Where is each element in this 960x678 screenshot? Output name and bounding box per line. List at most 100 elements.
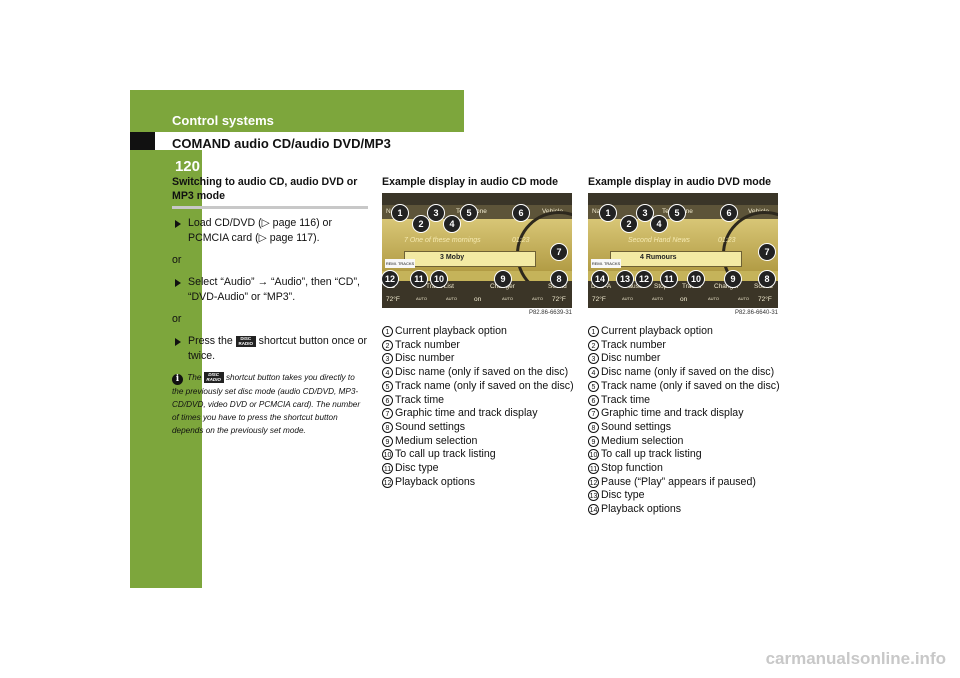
track-title: Second Hand News	[628, 237, 690, 244]
track-time: 01:23	[718, 237, 736, 244]
header-band	[130, 90, 464, 132]
item-text: Disc type	[395, 462, 439, 475]
climate-right-temp: 72°F	[758, 296, 772, 303]
callout-14: 14	[591, 270, 609, 288]
disc-name: 4 Rumours	[640, 254, 677, 261]
item-number: 5	[382, 380, 393, 392]
dvd-display-screen: Na Te one Vehicle Second Hand News 01:23…	[588, 193, 778, 308]
item-text: Track number	[601, 338, 666, 351]
item-number: 6	[588, 394, 599, 406]
cd-example: Example display in audio CD mode Na Te o…	[382, 175, 578, 489]
item-text: Disc number	[395, 352, 455, 365]
callout-7: 7	[758, 243, 776, 261]
climate-on: on	[680, 296, 688, 303]
callout-10: 10	[687, 270, 705, 288]
item-text: Stop function	[601, 462, 663, 475]
callout-3: 3	[427, 204, 445, 222]
item-number: 2	[588, 339, 599, 351]
cd-display-screen: Na Te one Vehicle 7 One of these morning…	[382, 193, 572, 308]
callout-12: 12	[382, 270, 399, 288]
callout-8: 8	[758, 270, 776, 288]
disc-radio-key-icon: DISC RADIO	[203, 372, 224, 383]
item-number: 8	[588, 421, 599, 433]
item-number: 5	[588, 380, 599, 392]
callout-11: 11	[410, 270, 428, 288]
callout-1: 1	[391, 204, 409, 222]
menu-item: Te	[456, 208, 463, 215]
disc-radio-key-icon: DISC RADIO	[235, 336, 256, 347]
item-number: 1	[588, 326, 599, 337]
screen-status-bar	[382, 193, 572, 205]
item-number: 1	[382, 326, 393, 337]
item-text: Disc name (only if saved on the disc)	[395, 366, 569, 379]
or-text: or	[172, 254, 182, 266]
item-text: Track number	[395, 338, 460, 351]
subsection-title: COMAND audio CD/audio DVD/MP3	[172, 136, 391, 151]
item-text: Current playback option	[601, 325, 713, 337]
item-text: Disc name (only if saved on the disc)	[601, 366, 775, 379]
item-number: 7	[588, 408, 599, 420]
climate-auto: AUTO	[652, 296, 664, 301]
climate-on: on	[474, 296, 482, 303]
climate-auto: AUTO	[708, 296, 720, 301]
menu-item: Na	[592, 208, 601, 215]
item-number: 12	[382, 476, 393, 488]
climate-auto: AUTO	[446, 296, 458, 301]
item-text: Track time	[395, 393, 445, 406]
menu-item: Na	[386, 208, 394, 215]
callout-4: 4	[443, 215, 461, 233]
item-text: To call up track listing	[395, 448, 496, 461]
callout-3: 3	[636, 204, 654, 222]
switching-heading: Switching to audio CD, audio DVD or MP3 …	[172, 175, 368, 209]
item-text: Graphic time and track display	[601, 407, 744, 420]
callout-5: 5	[460, 204, 478, 222]
item-number: 7	[382, 408, 393, 420]
disc-name: 3 Moby	[440, 254, 465, 261]
climate-auto: AUTO	[622, 296, 634, 301]
item-number: 11	[382, 463, 393, 475]
item-number: 10	[382, 449, 393, 461]
track-time: 01:23	[512, 237, 530, 244]
callout-2: 2	[620, 215, 638, 233]
switching-section: Switching to audio CD, audio DVD or MP3 …	[172, 175, 368, 437]
screen-softkeys: DVD-A Pause Stop Tracks Changer Sound 72…	[588, 281, 778, 308]
disc-strip	[404, 251, 536, 267]
climate-auto: AUTO	[416, 296, 428, 301]
page-number: 120	[174, 158, 200, 175]
screen-softkeys: CD Track List Changer Sound 72°F AUTO AU…	[382, 281, 572, 308]
item-number: 6	[382, 394, 393, 406]
climate-auto: AUTO	[532, 296, 544, 301]
item-text: Pause (“Play” appears if paused)	[601, 475, 756, 488]
item-text: Track name (only if saved on the disc)	[395, 379, 574, 392]
callout-6: 6	[512, 204, 530, 222]
tracks-tag: REMI. TRACKS	[385, 259, 415, 268]
menu-item: one	[476, 208, 487, 215]
item-number: 12	[588, 476, 599, 488]
item-text: To call up track listing	[601, 448, 702, 461]
softkey-changer: Changer	[714, 283, 739, 290]
item-number: 10	[588, 449, 599, 461]
header-marker	[130, 132, 155, 150]
info-note: i The DISC RADIO shortcut button takes y…	[172, 371, 368, 437]
callout-10: 10	[430, 270, 448, 288]
item-number: 11	[588, 463, 599, 475]
item-number: 4	[382, 367, 393, 379]
item-text: Medium selection	[601, 434, 684, 447]
or-text: or	[172, 313, 182, 325]
item-number: 3	[382, 353, 393, 365]
callout-9: 9	[724, 270, 742, 288]
